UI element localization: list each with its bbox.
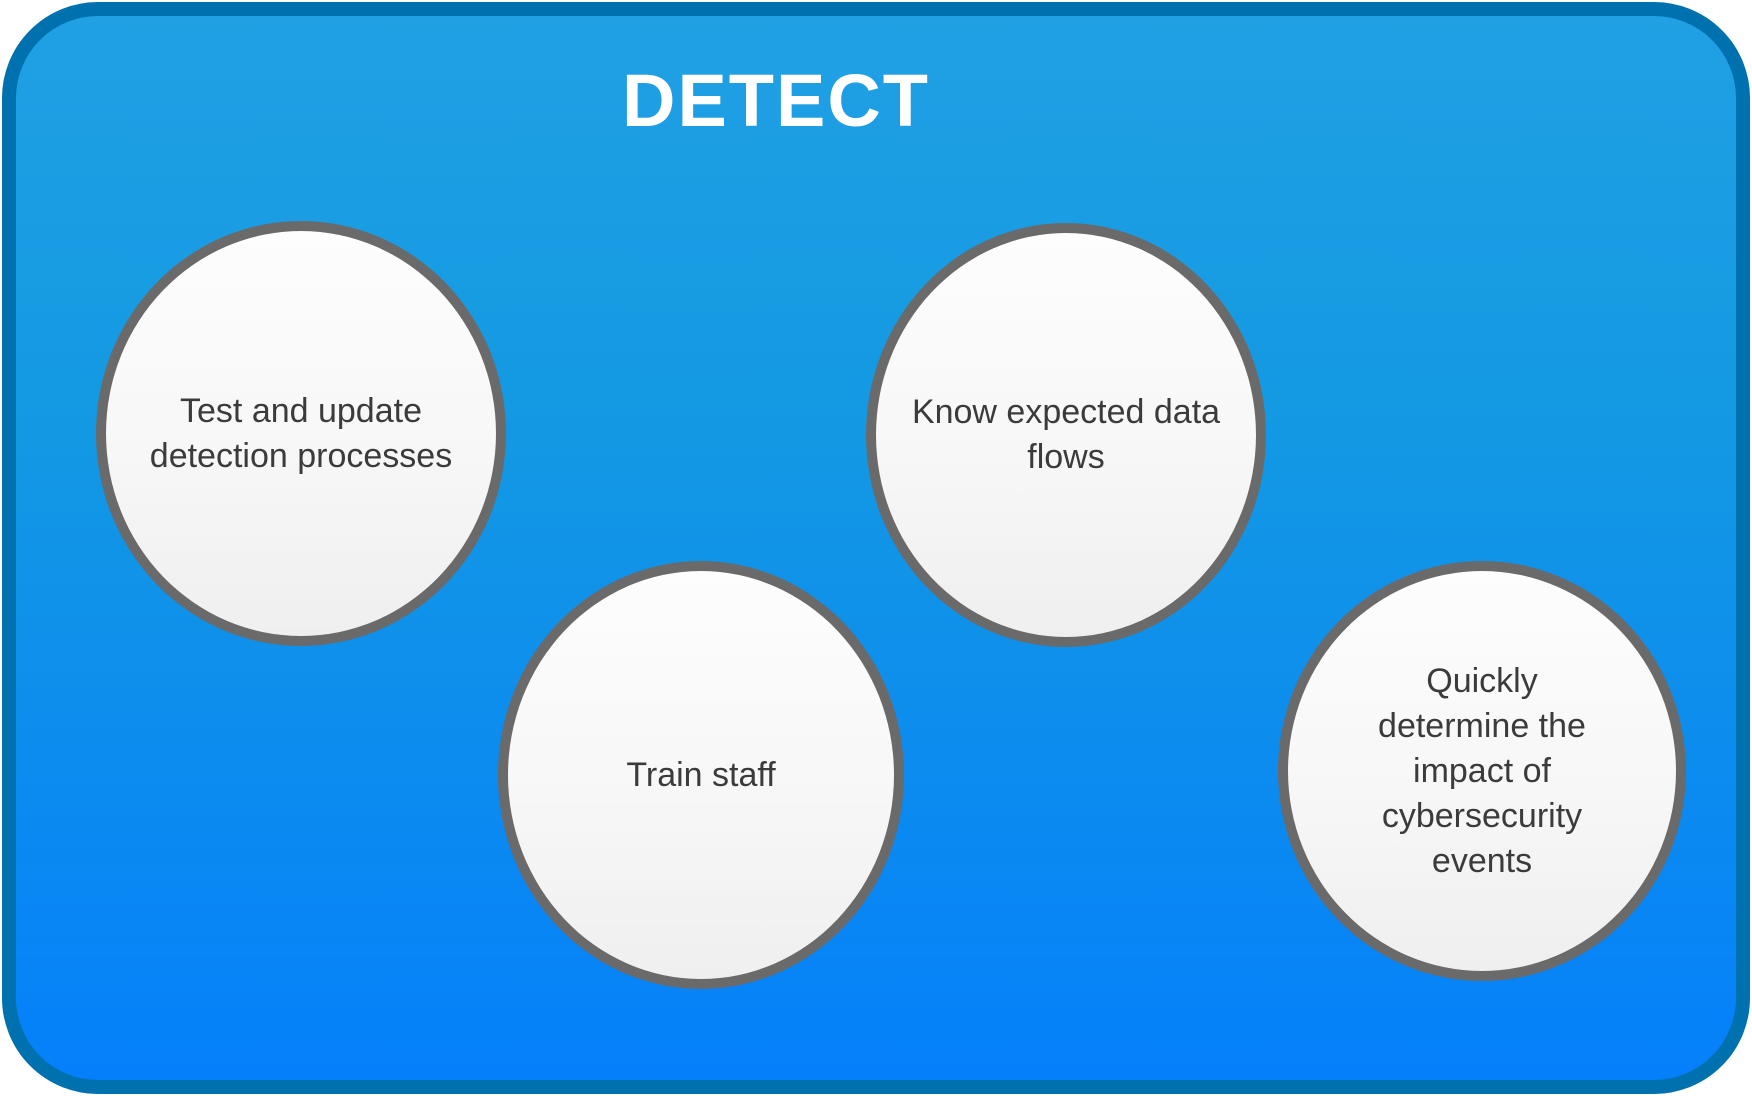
node-label: Know expected data flows <box>911 393 1221 476</box>
node-label: Test and update detection processes <box>149 391 453 475</box>
node-label: Train staff <box>626 755 776 794</box>
node-label: Quickly determine the impact of cybersec… <box>1378 661 1586 880</box>
node-know-expected-data-flows: Know expected data flows <box>866 223 1266 647</box>
panel-title: DETECT <box>622 59 930 142</box>
node-quickly-determine-impact: Quickly determine the impact of cybersec… <box>1278 561 1686 981</box>
node-train-staff: Train staff <box>498 561 904 989</box>
node-test-and-update-detection-processes: Test and update detection processes <box>96 221 506 646</box>
